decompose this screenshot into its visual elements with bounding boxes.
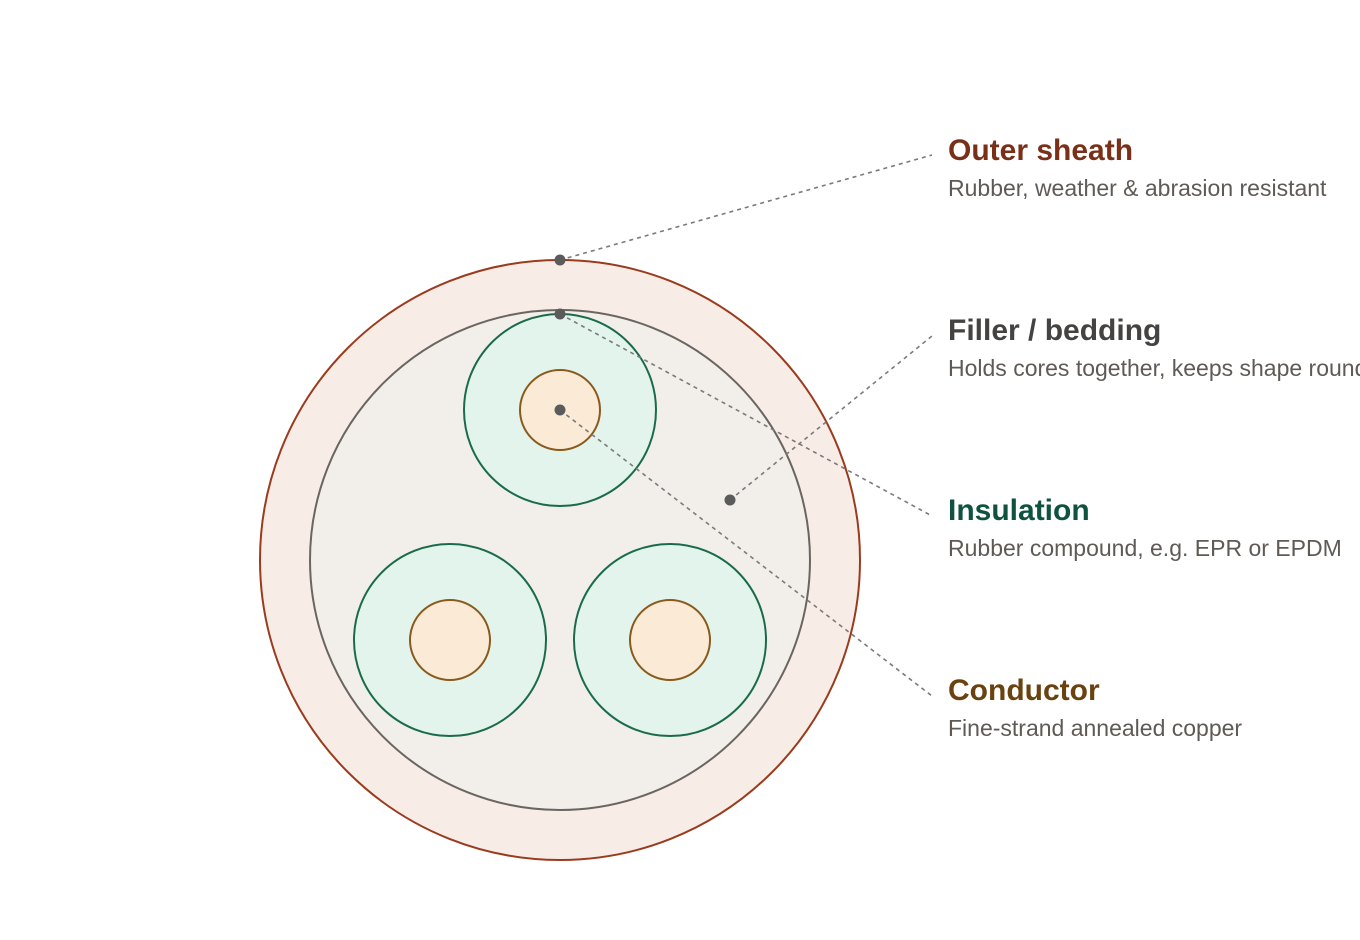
conductor-bottom-right bbox=[629, 599, 711, 681]
callout-desc-conductor: Fine-strand annealed copper bbox=[948, 715, 1242, 741]
anchor-dot-conductor bbox=[554, 404, 566, 416]
callout-filler-bedding: Filler / bedding Holds cores together, k… bbox=[948, 314, 1360, 381]
anchor-dot-filler bbox=[724, 494, 736, 506]
leader-line-conductor bbox=[559, 409, 933, 697]
leader-line-insulation bbox=[559, 313, 933, 517]
core-bottom-left bbox=[353, 543, 547, 737]
callout-outer-sheath: Outer sheath Rubber, weather & abrasion … bbox=[948, 134, 1327, 201]
conductor-bottom-left bbox=[409, 599, 491, 681]
core-bottom-right bbox=[573, 543, 767, 737]
callout-desc-insulation: Rubber compound, e.g. EPR or EPDM bbox=[948, 535, 1342, 561]
callout-title-insulation: Insulation bbox=[948, 494, 1090, 527]
callout-title-outer-sheath: Outer sheath bbox=[948, 134, 1133, 167]
callout-insulation: Insulation Rubber compound, e.g. EPR or … bbox=[948, 494, 1342, 561]
callout-desc-outer-sheath: Rubber, weather & abrasion resistant bbox=[948, 175, 1327, 201]
anchor-dot-sheath bbox=[554, 254, 566, 266]
callout-title-filler-bedding: Filler / bedding bbox=[948, 314, 1161, 347]
callout-title-conductor: Conductor bbox=[948, 674, 1100, 707]
callout-desc-filler-bedding: Holds cores together, keeps shape round bbox=[948, 355, 1360, 381]
callout-conductor: Conductor Fine-strand annealed copper bbox=[948, 674, 1242, 741]
leader-line-sheath bbox=[559, 154, 933, 261]
anchor-dot-insulation bbox=[554, 308, 566, 320]
leader-line-filler bbox=[729, 335, 933, 501]
